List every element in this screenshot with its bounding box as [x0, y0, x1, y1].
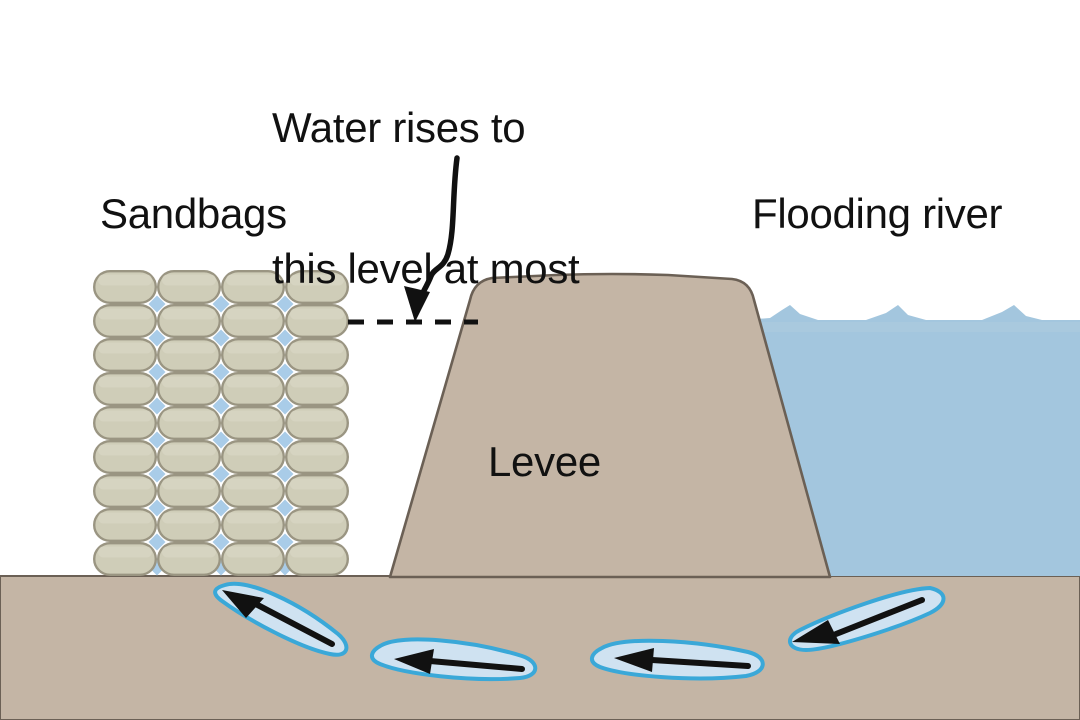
seepage-arrow-2 — [370, 637, 538, 682]
seepage-head-2 — [394, 649, 434, 674]
pointer-arrow-shaft — [415, 155, 460, 305]
seepage-shaft-1 — [249, 599, 335, 647]
seepage-shaft-2 — [427, 658, 525, 672]
seepage-head-4 — [792, 620, 840, 644]
seepage-head-1 — [222, 590, 264, 618]
seepage-arrow-3 — [590, 638, 765, 681]
seepage-arrows — [213, 581, 946, 682]
seepage-arrow-1 — [213, 581, 349, 657]
water-surface-sheen — [742, 322, 1080, 332]
label-levee: Levee — [488, 438, 601, 485]
flooding-river-water — [742, 305, 1080, 576]
callout-pointer-arrow — [404, 155, 460, 322]
label-flooding-river: Flooding river — [752, 190, 1003, 237]
label-sandbags: Sandbags — [100, 190, 287, 237]
callout-title-line2: this level at most — [272, 245, 580, 293]
levee-body — [388, 272, 832, 579]
seepage-shaft-4 — [833, 597, 925, 637]
seepage-head-3 — [614, 648, 654, 672]
seepage-arrow-4 — [788, 585, 946, 653]
water-body — [742, 305, 1080, 576]
pointer-arrow-head — [404, 286, 430, 322]
levee-mound — [388, 272, 832, 579]
callout-title: Water rises to this level at most — [272, 10, 580, 386]
callout-title-line1: Water rises to — [272, 104, 526, 152]
seepage-shaft-3 — [649, 657, 751, 669]
